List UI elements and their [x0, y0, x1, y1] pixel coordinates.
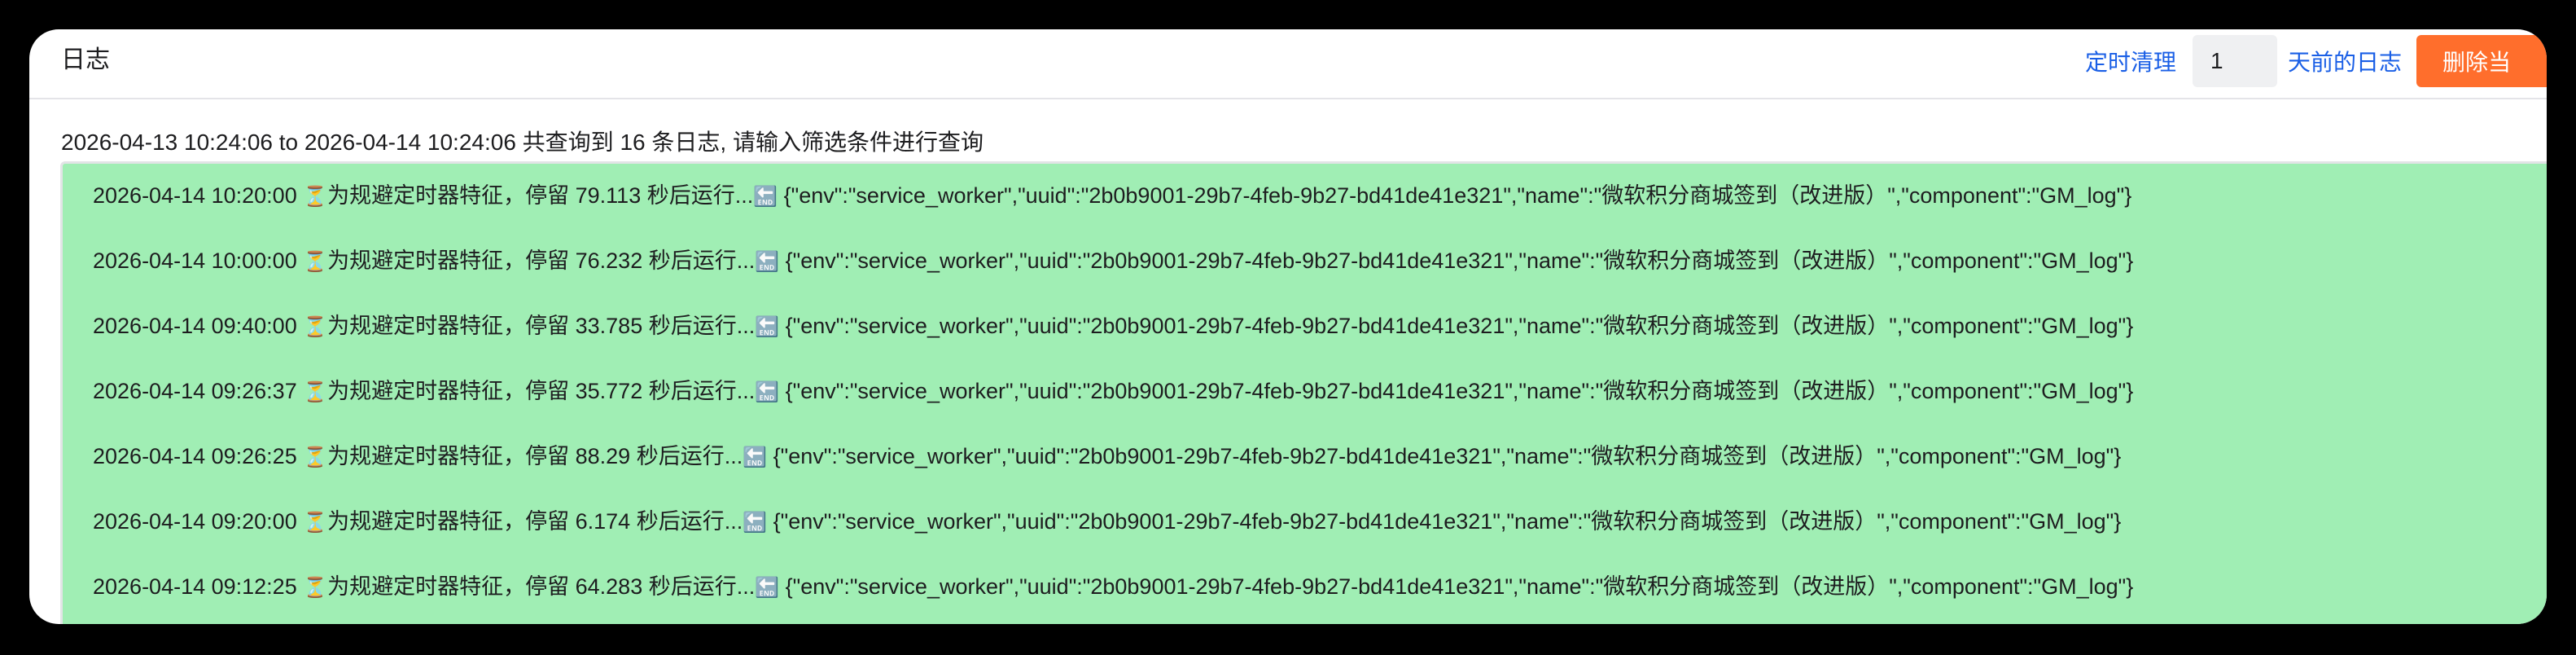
- log-list[interactable]: 2026-04-14 10:20:00 ⏳为规避定时器特征，停留 79.113 …: [60, 161, 2547, 624]
- end-arrow-icon: 🔚: [755, 316, 780, 338]
- log-time: 2026-04-14 10:20:00: [93, 183, 297, 208]
- log-message: 为规避定时器特征，停留 33.785 秒后运行...: [327, 314, 756, 338]
- hourglass-icon: ⏳: [303, 512, 328, 534]
- query-summary: 2026-04-13 10:24:06 to 2026-04-14 10:24:…: [61, 130, 984, 155]
- log-message: 为规避定时器特征，停留 35.772 秒后运行...: [327, 379, 756, 403]
- log-time: 2026-04-14 10:00:00: [93, 248, 297, 273]
- end-arrow-icon: 🔚: [753, 186, 778, 208]
- schedule-clean-label: 定时清理: [2084, 50, 2176, 75]
- end-arrow-icon: 🔚: [755, 251, 780, 273]
- hourglass-icon: ⏳: [303, 381, 328, 403]
- log-payload: {"env":"service_worker","uuid":"2b0b9001…: [783, 183, 2132, 208]
- hourglass-icon: ⏳: [303, 186, 328, 208]
- log-payload: {"env":"service_worker","uuid":"2b0b9001…: [785, 248, 2134, 273]
- header: 日志 定时清理 天前的日志 删除当: [29, 29, 2547, 99]
- delete-current-button[interactable]: 删除当: [2416, 35, 2547, 87]
- log-row: 2026-04-14 09:20:00 ⏳为规避定时器特征，停留 6.174 秒…: [93, 505, 2121, 539]
- log-row: 2026-04-14 09:12:25 ⏳为规避定时器特征，停留 64.283 …: [93, 570, 2133, 604]
- hourglass-icon: ⏳: [303, 251, 328, 273]
- log-payload: {"env":"service_worker","uuid":"2b0b9001…: [773, 509, 2122, 534]
- log-row: 2026-04-14 09:26:25 ⏳为规避定时器特征，停留 88.29 秒…: [93, 440, 2121, 474]
- log-payload: {"env":"service_worker","uuid":"2b0b9001…: [785, 314, 2134, 338]
- log-payload: {"env":"service_worker","uuid":"2b0b9001…: [773, 444, 2122, 468]
- log-message: 为规避定时器特征，停留 64.283 秒后运行...: [327, 574, 756, 599]
- log-message: 为规避定时器特征，停留 88.29 秒后运行...: [327, 444, 743, 468]
- hourglass-icon: ⏳: [303, 446, 328, 468]
- cleanup-controls: 定时清理 天前的日志 删除当: [2085, 35, 2547, 87]
- log-row: 2026-04-14 09:26:37 ⏳为规避定时器特征，停留 35.772 …: [93, 375, 2133, 409]
- end-arrow-icon: 🔚: [755, 577, 780, 599]
- log-time: 2026-04-14 09:26:25: [93, 444, 297, 468]
- log-window: 日志 定时清理 天前的日志 删除当 2026-04-13 10:24:06 to…: [29, 29, 2547, 624]
- log-message: 为规避定时器特征，停留 79.113 秒后运行...: [327, 183, 754, 208]
- end-arrow-icon: 🔚: [743, 446, 768, 468]
- hourglass-icon: ⏳: [303, 577, 328, 599]
- log-message: 为规避定时器特征，停留 6.174 秒后运行...: [327, 509, 743, 534]
- page-title: 日志: [61, 46, 110, 73]
- log-row: 2026-04-14 09:40:00 ⏳为规避定时器特征，停留 33.785 …: [93, 310, 2133, 344]
- log-message: 为规避定时器特征，停留 76.232 秒后运行...: [327, 248, 756, 273]
- log-time: 2026-04-14 09:26:37: [93, 379, 297, 403]
- log-row: 2026-04-14 10:00:00 ⏳为规避定时器特征，停留 76.232 …: [93, 244, 2133, 279]
- days-input[interactable]: [2192, 35, 2277, 87]
- log-payload: {"env":"service_worker","uuid":"2b0b9001…: [785, 379, 2134, 403]
- hourglass-icon: ⏳: [303, 316, 328, 338]
- end-arrow-icon: 🔚: [743, 512, 768, 534]
- log-time: 2026-04-14 09:12:25: [93, 574, 297, 599]
- end-arrow-icon: 🔚: [755, 381, 780, 403]
- log-time: 2026-04-14 09:20:00: [93, 509, 297, 534]
- log-time: 2026-04-14 09:40:00: [93, 314, 297, 338]
- log-payload: {"env":"service_worker","uuid":"2b0b9001…: [785, 574, 2134, 599]
- log-row: 2026-04-14 10:20:00 ⏳为规避定时器特征，停留 79.113 …: [93, 179, 2131, 213]
- days-suffix-label: 天前的日志: [2287, 50, 2402, 75]
